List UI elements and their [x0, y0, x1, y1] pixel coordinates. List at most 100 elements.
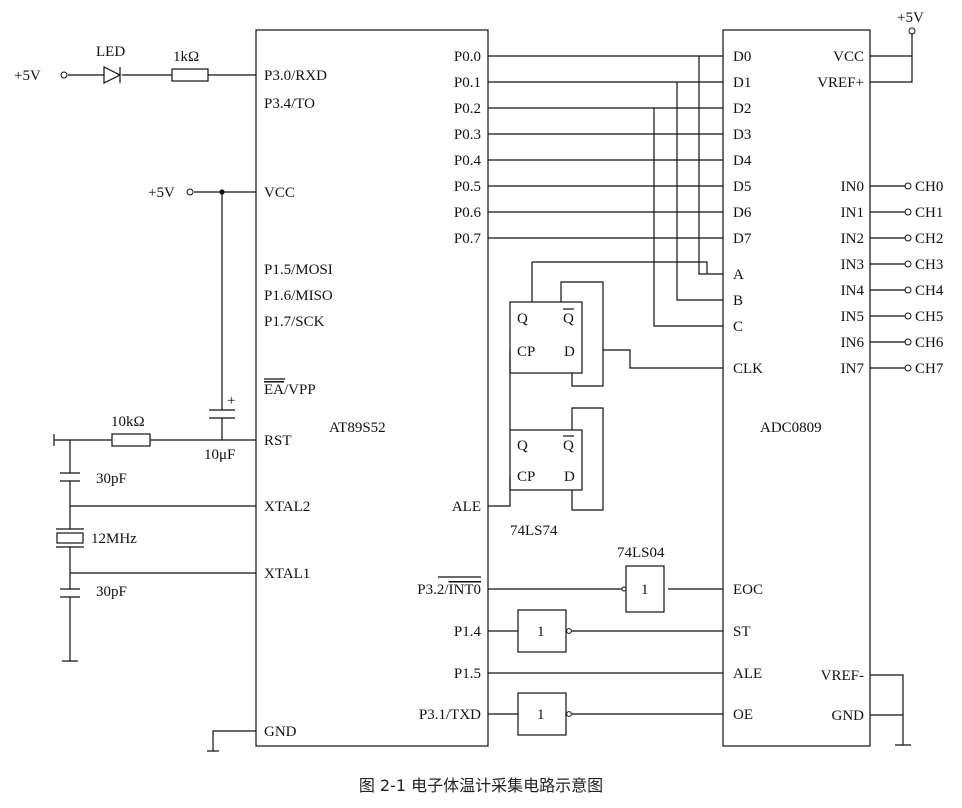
channel-ch4: CH4	[915, 283, 944, 299]
mcu-pin-p06: P0.6	[454, 205, 482, 221]
adc-pin-in5: IN5	[841, 309, 864, 325]
resistor-1k	[171, 68, 209, 82]
mcu-pin-p15-right: P1.5	[454, 666, 481, 682]
adc-pin-c: C	[733, 319, 743, 335]
supply-label-adc: +5V	[897, 10, 924, 26]
mcu-pin-p03: P0.3	[454, 127, 481, 143]
mcu-pin-p15: P1.5/MOSI	[264, 262, 333, 278]
vpp-text: VPP	[288, 382, 316, 398]
channel-ch6: CH6	[915, 335, 944, 351]
mcu-pin-p30: P3.0/RXD	[264, 68, 327, 84]
mcu-pin-gnd: GND	[264, 724, 297, 740]
channel-ch2: CH2	[915, 231, 943, 247]
inversion-bubble-icon	[621, 586, 627, 592]
adc-pin-d6: D6	[733, 205, 752, 221]
adc-pin-in4: IN4	[841, 283, 865, 299]
supply-label-led: +5V	[14, 68, 41, 84]
resistor-10k-label: 10kΩ	[111, 414, 145, 430]
adc-pin-d7: D7	[733, 231, 752, 247]
capacitor-30pf-bottom-label: 30pF	[96, 584, 127, 600]
adc-pin-vcc: VCC	[833, 49, 864, 65]
ff2-cp: CP	[517, 469, 535, 485]
mcu-pin-xtal2: XTAL2	[264, 499, 310, 515]
crystal-label: 12MHz	[91, 531, 137, 547]
ff1-cp: CP	[517, 344, 535, 360]
resistor-10k	[111, 433, 151, 447]
adc-pin-in0: IN0	[841, 179, 864, 195]
mcu-pin-p14: P1.4	[454, 624, 482, 640]
adc-pin-gnd: GND	[832, 708, 865, 724]
components	[56, 29, 871, 747]
ff2-q: Q	[517, 438, 528, 454]
adc-pin-d2: D2	[733, 101, 751, 117]
flipflop-1-box	[509, 301, 583, 374]
adc-pin-vref-minus: VREF-	[821, 668, 864, 684]
ea-slash: /	[284, 382, 289, 398]
inversion-bubble-icon	[566, 711, 572, 717]
terminal-icon	[60, 71, 68, 79]
mcu-pin-ale: ALE	[452, 499, 481, 515]
inverter-chip-label: 74LS04	[617, 545, 665, 561]
adc-pin-b: B	[733, 293, 743, 309]
adc-pin-in3: IN3	[841, 257, 864, 273]
capacitor-30pf-bottom-icon	[60, 588, 80, 598]
inverter-st-box	[517, 609, 567, 653]
mcu-pin-rst: RST	[264, 433, 292, 449]
mcu-pin-p07: P0.7	[454, 231, 482, 247]
ff2-qbar: Q	[563, 438, 574, 454]
mcu-pin-p05: P0.5	[454, 179, 481, 195]
mcu-pin-p31: P3.1/TXD	[419, 707, 481, 723]
mcu-pin-xtal1: XTAL1	[264, 566, 310, 582]
adc-pin-eoc: EOC	[733, 582, 763, 598]
terminal-icon	[904, 312, 912, 320]
adc-pin-d1: D1	[733, 75, 751, 91]
inverter-st-text: 1	[537, 624, 545, 640]
mcu-pin-p16: P1.6/MISO	[264, 288, 333, 304]
int0-overline-text: INT0	[449, 582, 482, 598]
capacitor-10uf-icon	[209, 409, 235, 422]
adc-pin-clk: CLK	[733, 361, 763, 377]
mcu-pin-vcc: VCC	[264, 185, 295, 201]
adc-pin-st: ST	[733, 624, 751, 640]
junctions-and-terminals	[60, 27, 916, 717]
mcu-name: AT89S52	[329, 420, 386, 436]
flipflop-2-box	[509, 429, 583, 491]
terminal-icon	[904, 338, 912, 346]
adc-pin-in1: IN1	[841, 205, 864, 221]
inverter-oe-box	[517, 692, 567, 736]
resistor-1k-label: 1kΩ	[173, 49, 199, 65]
mcu-pin-p04: P0.4	[454, 153, 482, 169]
inversion-bubble-icon	[566, 628, 572, 634]
led-diode-icon	[103, 66, 122, 84]
inverter-eoc-text: 1	[641, 582, 649, 598]
led-label: LED	[96, 44, 125, 60]
adc-box	[722, 29, 871, 747]
mcu-box	[255, 29, 489, 747]
terminal-icon	[904, 286, 912, 294]
ff1-qbar: Q	[563, 311, 574, 327]
labels: +5V +5V +5V LED 1kΩ 10kΩ 10μF + 30pF 12M…	[14, 10, 944, 740]
terminal-icon	[904, 182, 912, 190]
adc-name: ADC0809	[760, 420, 822, 436]
channel-ch0: CH0	[915, 179, 943, 195]
wires	[53, 34, 913, 752]
adc-pin-in7: IN7	[841, 361, 865, 377]
terminal-icon	[904, 260, 912, 268]
channel-ch3: CH3	[915, 257, 943, 273]
capacitor-30pf-top-icon	[60, 472, 80, 482]
adc-pin-in2: IN2	[841, 231, 864, 247]
terminal-icon	[186, 188, 194, 196]
ff2-d: D	[564, 469, 575, 485]
channel-ch5: CH5	[915, 309, 943, 325]
terminal-icon	[904, 208, 912, 216]
capacitor-10uf-label: 10μF	[204, 447, 235, 463]
mcu-pin-p17: P1.7/SCK	[264, 314, 325, 330]
channel-ch7: CH7	[915, 361, 944, 377]
mcu-pin-p00: P0.0	[454, 49, 481, 65]
terminal-icon	[904, 234, 912, 242]
mcu-pin-ea-vpp: EA/VPP	[264, 382, 316, 398]
terminal-icon	[904, 364, 912, 372]
ea-overline-text: EA	[264, 382, 284, 398]
adc-pin-d3: D3	[733, 127, 751, 143]
